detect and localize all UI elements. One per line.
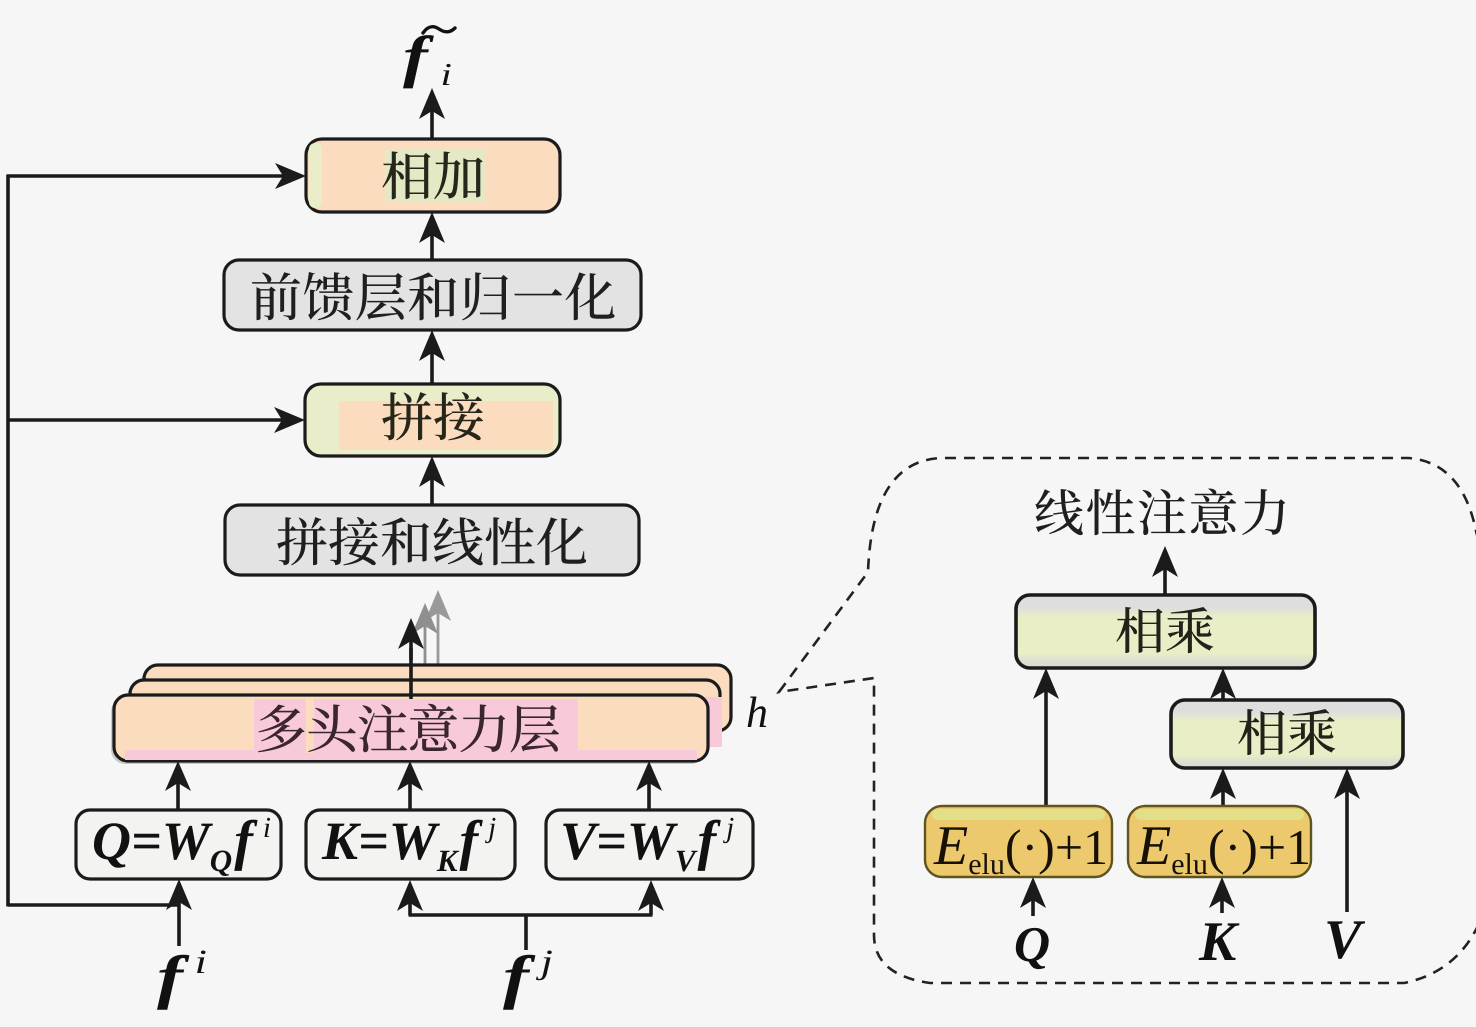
svg-text:Q: Q [1014,916,1050,972]
svg-text:V: V [1324,909,1366,971]
svg-text:K: K [1198,911,1240,973]
svg-text:h: h [746,688,768,737]
svg-text:fj: fj [503,944,553,1010]
svg-text:Eelu(·)+1: Eelu(·)+1 [1136,815,1311,881]
svg-text:fi: fi [403,24,452,92]
svg-text:Eelu(·)+1: Eelu(·)+1 [933,815,1108,881]
svg-text:fi: fi [157,944,207,1010]
